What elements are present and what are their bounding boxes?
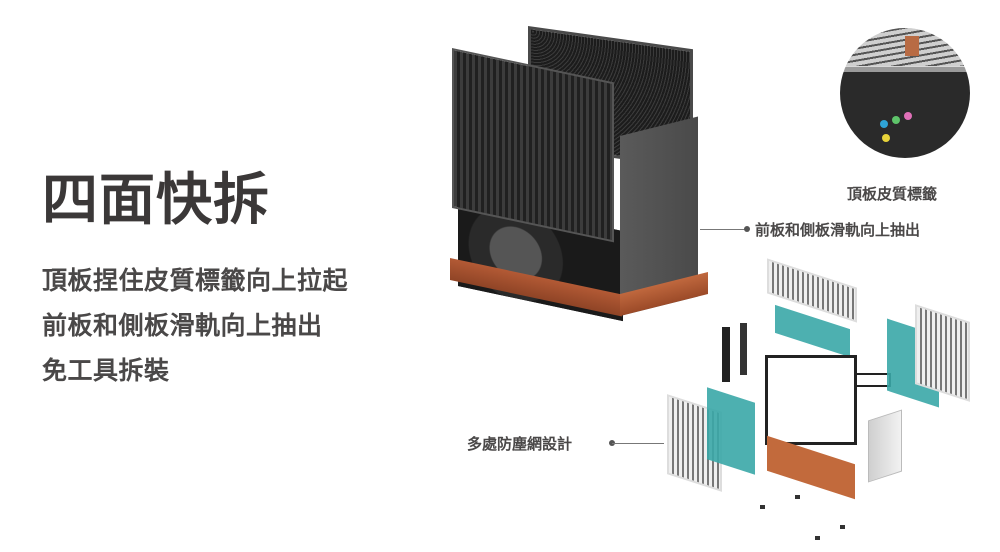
- case-frame: [765, 355, 857, 445]
- audio-port-yellow-icon: [882, 134, 890, 142]
- feature-front-side-panel: 前板和側板滑軌向上抽出: [42, 311, 323, 340]
- audio-port-green-icon: [892, 116, 900, 124]
- callout-dust-filter: 多處防塵網設計: [467, 435, 573, 453]
- callout-line-filter: [612, 443, 664, 444]
- exploded-view-image: [655, 258, 985, 550]
- callout-front-side-slide: 前板和側板滑軌向上抽出: [755, 221, 921, 239]
- side-solid-panel: [868, 409, 902, 483]
- wood-base-tray: [767, 435, 855, 500]
- foot-3: [840, 525, 845, 529]
- pcie-riser: [740, 323, 747, 375]
- feature-list: 頂板捏住皮質標籤向上拉起 前板和側板滑軌向上抽出 免工具拆裝: [42, 268, 348, 403]
- audio-port-blue-icon: [880, 120, 888, 128]
- feature-tool-free: 免工具拆裝: [42, 356, 170, 385]
- headline: 四面快拆: [42, 167, 270, 233]
- callout-dot-front: [744, 226, 750, 232]
- foot-2: [760, 505, 765, 509]
- callout-top-panel-label: 頂板皮質標籤: [847, 185, 938, 203]
- pcie-bracket: [722, 327, 730, 382]
- foot-4: [815, 536, 820, 540]
- detail-zoom-circle: [840, 28, 970, 158]
- leather-tab: [905, 36, 919, 56]
- foot-1: [795, 495, 800, 499]
- audio-port-pink-icon: [904, 112, 912, 120]
- small-bracket: [855, 373, 891, 387]
- callout-line-front: [700, 229, 746, 230]
- front-dust-filter: [707, 387, 755, 475]
- front-vent-panel: [452, 48, 614, 243]
- feature-top-panel: 頂板捏住皮質標籤向上拉起: [42, 266, 349, 295]
